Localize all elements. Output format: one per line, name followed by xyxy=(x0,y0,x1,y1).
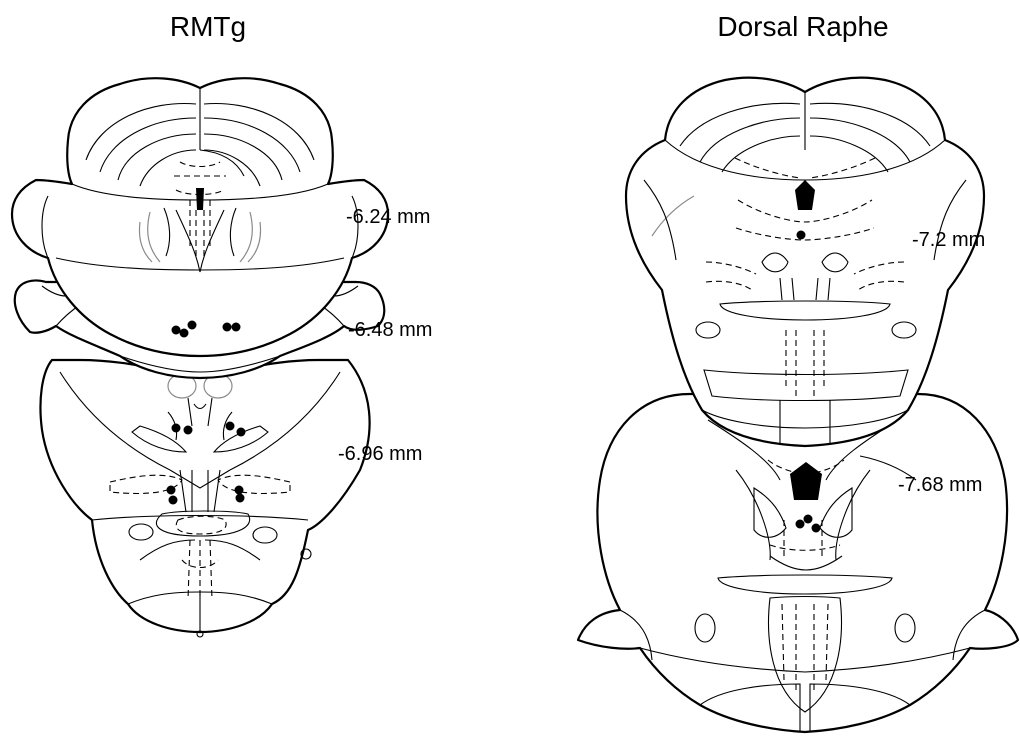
injection-site-marker xyxy=(235,486,244,495)
section-rmtg-696: -6.96 mm xyxy=(40,360,422,637)
section-level-label: -6.24 mm xyxy=(346,206,430,228)
injection-site-marker xyxy=(172,424,181,433)
injection-site-marker xyxy=(796,520,805,529)
injection-site-marker xyxy=(188,321,197,330)
injection-site-marker xyxy=(226,422,235,431)
panel-title-dorsal-raphe: Dorsal Raphe xyxy=(717,11,888,42)
section-level-label: -7.2 mm xyxy=(912,229,985,251)
injection-site-marker xyxy=(172,326,181,335)
injection-site-marker xyxy=(232,323,241,332)
injection-site-marker xyxy=(812,524,821,533)
section-level-label: -6.96 mm xyxy=(338,443,422,465)
panel-title-rmtg: RMTg xyxy=(170,11,246,42)
injection-site-marker xyxy=(180,329,189,338)
injection-site-marker xyxy=(167,486,176,495)
injection-site-marker xyxy=(223,323,232,332)
injection-site-marker xyxy=(797,231,806,240)
section-level-label: -7.68 mm xyxy=(898,474,982,496)
injection-site-marker xyxy=(804,515,813,524)
injection-site-marker xyxy=(169,496,178,505)
panel-rmtg: RMTg -6.96 mm xyxy=(12,11,432,637)
injection-site-marker xyxy=(236,494,245,503)
panel-dorsal-raphe: Dorsal Raphe -7.68 mm xyxy=(578,11,1018,732)
injection-site-marker xyxy=(184,426,193,435)
injection-site-marker xyxy=(237,428,246,437)
section-outline xyxy=(40,360,369,632)
section-dr-720: -7.2 mm xyxy=(626,78,985,446)
section-level-label: -6.48 mm xyxy=(348,319,432,341)
